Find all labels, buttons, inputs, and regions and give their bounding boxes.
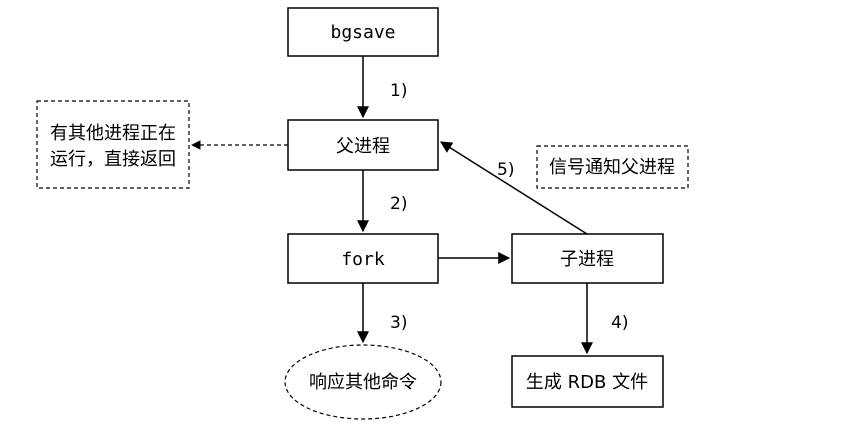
step-3-label: 3) [390, 313, 407, 333]
edge-child-to-parent [439, 141, 588, 235]
note-signal-label: 信号通知父进程 [549, 157, 675, 178]
generate-rdb-node: 生成 RDB 文件 [511, 355, 664, 408]
generate-rdb-label: 生成 RDB 文件 [526, 372, 648, 393]
step-5-label: 5) [497, 160, 514, 180]
respond-other-commands-node: 响应其他命令 [284, 344, 442, 420]
fork-label: fork [341, 249, 385, 270]
step-1-label: 1) [390, 81, 407, 101]
note-signal-parent: 信号通知父进程 [536, 145, 689, 189]
child-process-label: 子进程 [560, 249, 614, 270]
fork-node: fork [287, 233, 439, 284]
parent-process-label: 父进程 [336, 136, 390, 157]
step-2-label: 2) [390, 194, 407, 214]
note-other-process: 有其他进程正在 运行，直接返回 [36, 100, 190, 189]
note-other-line2: 运行，直接返回 [50, 149, 176, 170]
parent-process-node: 父进程 [287, 119, 439, 171]
step-4-label: 4) [611, 313, 628, 333]
respond-label: 响应其他命令 [309, 372, 417, 393]
note-other-line1: 有其他进程正在 [50, 123, 176, 144]
child-process-node: 子进程 [511, 233, 664, 284]
bgsave-label: bgsave [330, 22, 395, 43]
bgsave-node: bgsave [287, 7, 439, 57]
